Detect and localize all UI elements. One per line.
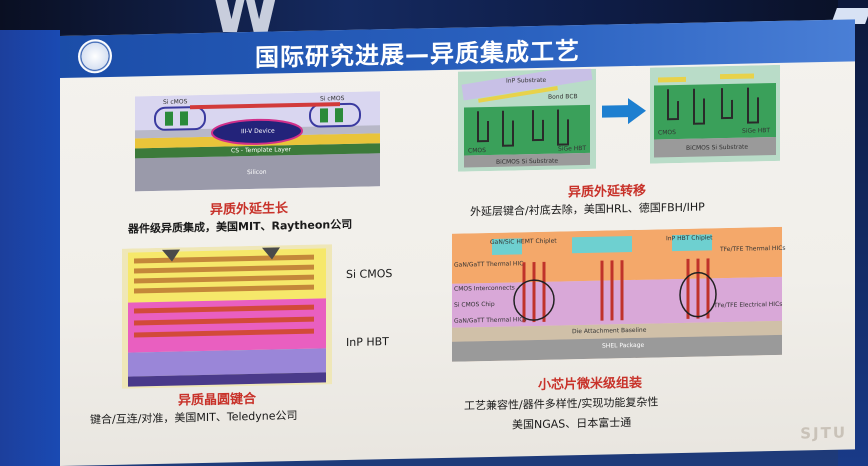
label-si-cmos-right: Si cMOS bbox=[320, 95, 345, 103]
figure-wafer-bonding bbox=[122, 244, 332, 389]
caption-chiplet-desc1: 工艺兼容性/器件多样性/实现功能复杂性 bbox=[464, 395, 659, 413]
caption-wafer-bonding-title: 异质晶圆键合 bbox=[178, 391, 257, 409]
left-stage-light bbox=[0, 30, 60, 466]
caption-epi-transfer-title: 异质外延转移 bbox=[568, 183, 647, 201]
university-emblem-icon bbox=[78, 38, 112, 74]
slide-title: 国际研究进展—异质集成工艺 bbox=[255, 37, 580, 72]
caption-heteroepitaxy-desc: 器件级异质集成，美国MIT、Raytheon公司 bbox=[128, 217, 353, 236]
figure-chiplet-assembly: GaN/SiC HEMT Chiplet InP HBT Chiplet GaN… bbox=[452, 226, 786, 362]
caption-chiplet-desc2: 美国NGAS、日本富士通 bbox=[512, 416, 632, 432]
label-sige-hbt-before: SiGe HBT bbox=[558, 144, 587, 153]
figure-epi-transfer-after: CMOS SiGe HBT BiCMOS Si Substrate bbox=[650, 64, 780, 164]
label-package: SHEL Package bbox=[602, 341, 645, 350]
label-tfe-electrical-hics: TFe/TFE Electrical HICs bbox=[714, 300, 783, 310]
label-si-cmos-layer: Si CMOS bbox=[346, 267, 393, 282]
label-bicmos-substrate-before: BiCMOS Si Substrate bbox=[496, 157, 559, 166]
label-cmos-after: CMOS bbox=[658, 129, 676, 137]
label-tfe-thermal-hics: TFe/TFE Thermal HICs bbox=[720, 244, 786, 254]
label-bond-bcb: Bond BCB bbox=[548, 93, 578, 101]
caption-chiplet-title: 小芯片微米级组装 bbox=[538, 375, 643, 393]
label-inp-hbt-chiplet: InP HBT Chiplet bbox=[666, 234, 713, 243]
label-inp-substrate: InP Substrate bbox=[506, 76, 547, 85]
label-cmos-before: CMOS bbox=[468, 147, 486, 155]
caption-wafer-bonding-desc: 键合/互连/对准，美国MIT、Teledyne公司 bbox=[90, 409, 298, 427]
label-si-cmos-left: Si cMOS bbox=[163, 98, 188, 106]
label-sige-hbt-after: SiGe HBT bbox=[742, 127, 771, 135]
caption-epi-transfer-desc: 外延层键合/衬底去除，美国HRL、德国FBH/IHP bbox=[470, 200, 705, 219]
label-thermal-hic-top: GaN/GaTT Thermal HIC bbox=[454, 260, 524, 269]
transfer-arrow-icon bbox=[602, 96, 646, 127]
label-si-cmos-chip: Si CMOS Chip bbox=[454, 300, 495, 309]
label-iii-v-device: III-V Device bbox=[241, 127, 275, 136]
label-bicmos-substrate-after: BiCMOS Si Substrate bbox=[686, 143, 749, 152]
sjtu-watermark-logo: SJTU bbox=[800, 423, 847, 443]
presentation-slide: 国际研究进展—异质集成工艺 Si cMOS Si cMOS III-V Devi… bbox=[60, 19, 855, 466]
caption-heteroepitaxy-title: 异质外延生长 bbox=[210, 201, 289, 218]
figure-heteroepitaxy: Si cMOS Si cMOS III-V Device CS - Templa… bbox=[135, 91, 380, 192]
label-silicon: Silicon bbox=[247, 168, 267, 177]
label-cmos-interconnects: CMOS Interconnects bbox=[454, 284, 515, 293]
label-inp-hbt-layer: InP HBT bbox=[346, 335, 389, 350]
label-gan-sic-hemt-chiplet: GaN/SiC HEMT Chiplet bbox=[490, 237, 557, 246]
figure-epi-transfer-before: InP Substrate Bond BCB CMOS SiGe HBT BiC… bbox=[458, 63, 596, 172]
label-template-layer: CS - Template Layer bbox=[231, 146, 291, 155]
